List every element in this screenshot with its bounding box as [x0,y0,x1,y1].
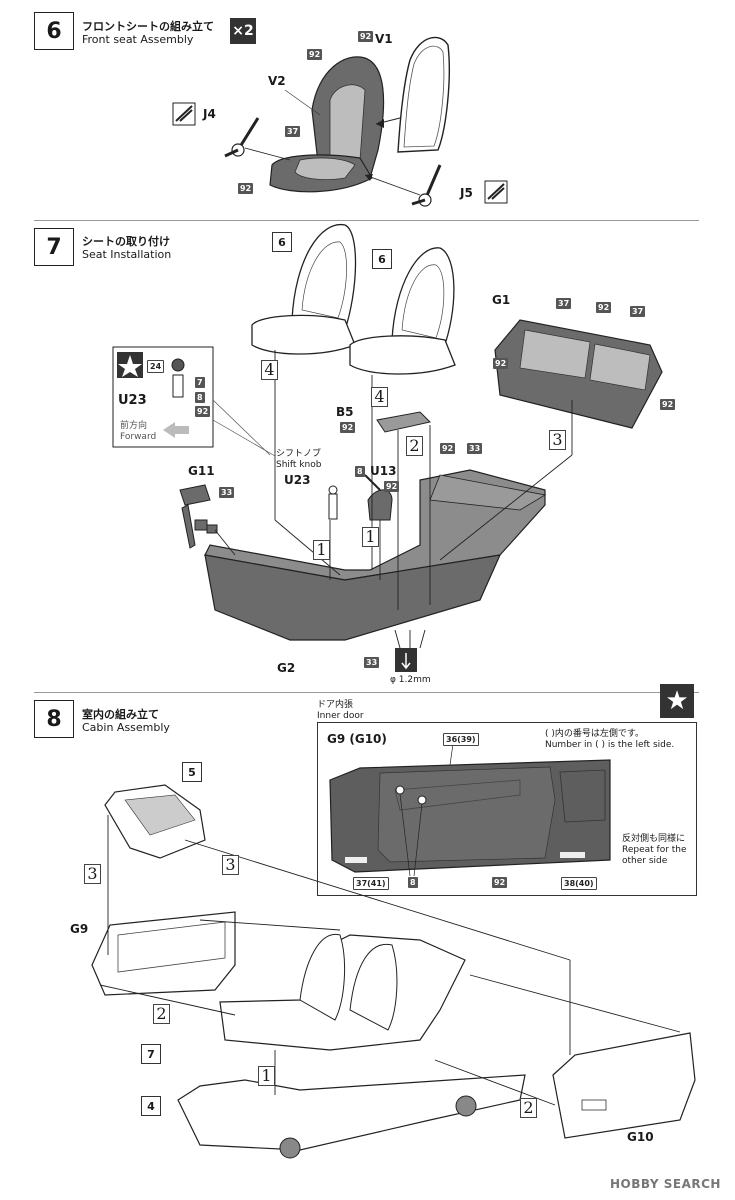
part-g10-label: G10 [627,1130,654,1144]
forward-jp: 前方向 [120,421,148,431]
part-b5-label: B5 [336,405,354,419]
color-code-badge: 33 [364,657,380,668]
color-code-badge: 33 [467,443,483,454]
subassembly-7: 7 [141,1044,161,1064]
part-u23-label: U23 [284,473,311,487]
door-label: G9 (G10) [327,732,387,746]
repeat-en-1: Repeat for the [622,845,687,855]
sequence-3-right: 3 [222,855,239,875]
watermark: HOBBY SEARCH [610,1177,721,1191]
door-code-mid: 8 [408,877,418,888]
color-code-badge: 37 [630,306,646,317]
part-j4-label: J4 [203,107,216,121]
color-code-badge: 8 [355,466,365,477]
sequence-2-left: 2 [153,1004,170,1024]
part-g11-label: G11 [188,464,215,478]
section-divider [34,220,699,221]
door-code-left: 37(41) [353,877,389,890]
detail-u23-label: U23 [118,393,147,408]
step-8-title-en: Cabin Assembly [82,721,170,734]
door-code-right: 38(40) [561,877,597,890]
color-code-badge: 92 [340,422,356,433]
sequence-1-left: 1 [313,540,330,560]
part-g1-label: G1 [492,293,511,307]
color-code-badge: 92 [358,31,374,42]
detail-code-7: 7 [195,377,205,388]
color-code-badge: 92 [660,399,676,410]
sequence-2: 2 [406,436,423,456]
part-v2-label: V2 [268,74,286,88]
step-7-title-en: Seat Installation [82,248,172,261]
section-divider [34,692,699,693]
part-u13-label: U13 [370,464,397,478]
sequence-3-left: 3 [84,864,101,884]
step-8-number: 8 [34,700,74,738]
shift-knob-jp: シフトノブ [276,449,322,459]
subassembly-4: 4 [141,1096,161,1116]
sequence-4-right: 4 [371,387,388,407]
door-code-top: 36(39) [443,733,479,746]
inner-door-jp: ドア内張 [317,700,354,710]
step-7-title-jp: シートの取り付け [82,235,170,248]
repeat-jp: 反対側も同様に [622,834,686,844]
detail-code-8: 8 [195,392,205,403]
sequence-3: 3 [549,430,566,450]
multiplier-badge: ×2 [230,18,256,44]
note-en: Number in ( ) is the left side. [545,740,675,750]
part-j5-label: J5 [460,186,473,200]
sequence-2-right: 2 [520,1098,537,1118]
color-code-badge: 92 [596,302,612,313]
forward-en: Forward [120,432,157,442]
detail-code-24: 24 [147,360,165,373]
step-6-number: 6 [34,12,74,50]
sequence-1-right: 1 [362,527,379,547]
step-6-title-jp: フロントシートの組み立て [82,20,214,33]
color-code-badge: 92 [440,443,456,454]
color-code-badge: 37 [285,126,301,137]
subassembly-5: 5 [182,762,202,782]
repeat-en-2: other side [622,856,668,866]
door-code-center: 92 [492,877,508,888]
subassembly-6-right: 6 [372,249,392,269]
color-code-badge: 33 [219,487,235,498]
color-code-badge: 37 [556,298,572,309]
inner-door-en: Inner door [317,711,364,721]
step-6-title-en: Front seat Assembly [82,33,194,46]
part-g9-label: G9 [70,922,89,936]
part-g2-label: G2 [277,661,296,675]
color-code-badge: 92 [307,49,323,60]
color-code-badge: 92 [384,481,400,492]
star-badge: ★ [660,684,694,718]
drill-size: φ 1.2mm [390,675,431,685]
sequence-1: 1 [258,1066,275,1086]
step-7-number: 7 [34,228,74,266]
sequence-4-left: 4 [261,360,278,380]
note-jp: ( )内の番号は左側です。 [545,729,644,739]
color-code-badge: 92 [238,183,254,194]
detail-code-92: 92 [195,406,211,417]
subassembly-6-left: 6 [272,232,292,252]
shift-knob-en: Shift knob [276,460,322,470]
color-code-badge: 92 [493,358,509,369]
part-v1-label: V1 [375,32,393,46]
step-8-title-jp: 室内の組み立て [82,708,159,721]
